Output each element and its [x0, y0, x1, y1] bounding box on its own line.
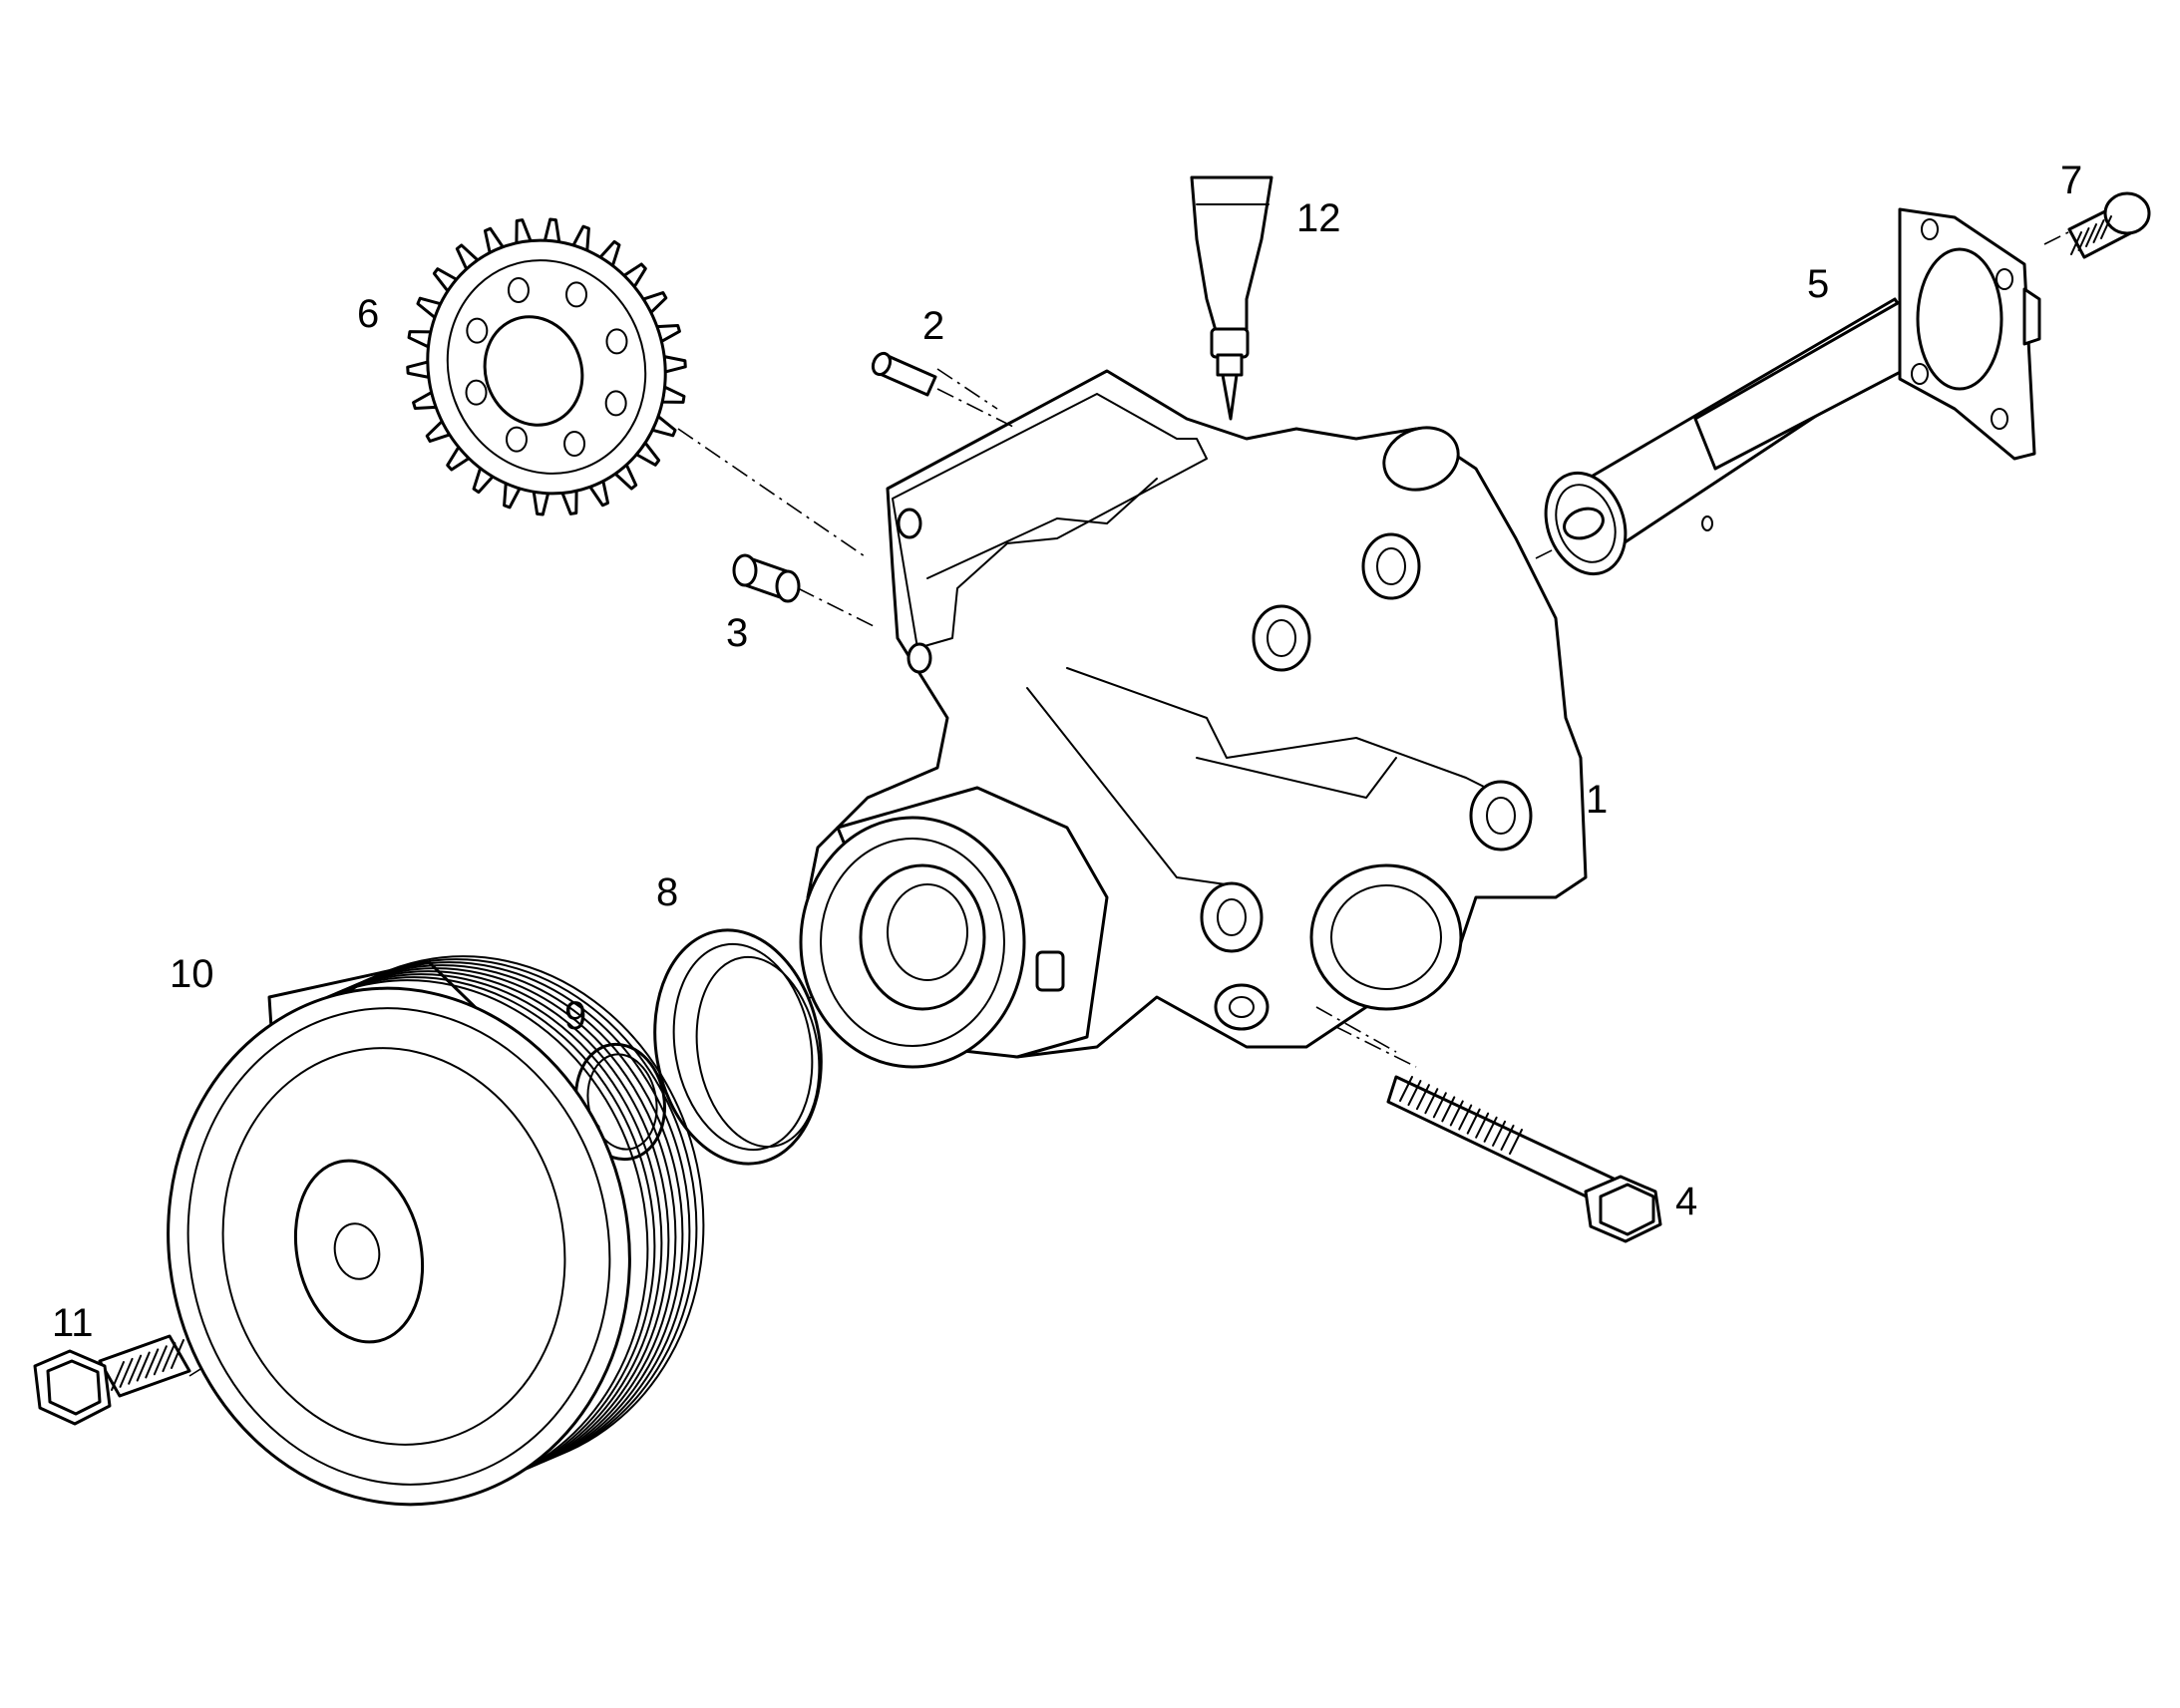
callout-5: 5: [1807, 262, 1829, 306]
thread-line: [1424, 1088, 1439, 1115]
hex-bolt-icon: [1386, 1075, 1662, 1243]
thread-line: [1509, 1129, 1523, 1155]
pump-housing-icon: [799, 369, 1588, 1069]
thread-line: [1407, 1080, 1422, 1107]
thread-line: [128, 1354, 143, 1385]
flange-screw-icon: [2067, 191, 2151, 259]
callout-11: 11: [52, 1301, 94, 1345]
gear-bolt-hole: [466, 317, 489, 344]
callout-3: 3: [726, 611, 748, 655]
thread-line: [1492, 1120, 1507, 1147]
thread-line: [136, 1351, 151, 1382]
thread-line: [2092, 219, 2105, 243]
gear-bolt-hole: [507, 276, 530, 303]
thread-line: [153, 1345, 168, 1376]
callout-9: 9: [564, 994, 586, 1038]
gear-bolt-hole: [604, 390, 627, 417]
sealant-tube-icon: [1190, 175, 1273, 421]
thread-line: [111, 1361, 125, 1391]
gear-tooth: [543, 217, 561, 244]
thread-line: [1475, 1112, 1490, 1139]
thread-line: [145, 1348, 160, 1379]
callout-4: 4: [1675, 1180, 1697, 1223]
dowel-pin-icon: [871, 351, 937, 397]
thread-line: [2100, 215, 2112, 239]
callout-6: 6: [357, 292, 379, 336]
thread-line: [1415, 1084, 1430, 1111]
gear-bolt-hole: [505, 426, 528, 453]
hex-bolt-icon: [33, 1334, 191, 1426]
callout-1: 1: [1586, 778, 1608, 822]
callout-7: 7: [2060, 159, 2082, 202]
thread-line: [1399, 1076, 1413, 1102]
callout-numbers: 1 2 3 4 5 6 7 8 9 10 11 12: [52, 159, 2082, 1345]
callout-8: 8: [656, 870, 678, 914]
gear-bolt-hole: [605, 328, 628, 355]
leader-lines: [936, 388, 1397, 1053]
thread-line: [1500, 1124, 1515, 1151]
spur-gear-icon: [406, 217, 687, 516]
thread-line: [1449, 1100, 1464, 1127]
gear-bolt-hole: [563, 431, 586, 458]
belt-pulley-icon: [167, 955, 705, 1507]
thread-line: [1458, 1104, 1473, 1131]
thread-line: [119, 1357, 134, 1388]
thread-line: [2077, 227, 2090, 251]
thread-line: [2085, 223, 2097, 247]
thread-line: [2070, 231, 2082, 255]
thread-line: [1441, 1096, 1456, 1123]
callout-10: 10: [170, 952, 214, 996]
gear-tooth: [662, 355, 687, 374]
bushing-icon: [732, 553, 801, 603]
gear-tooth: [532, 490, 550, 516]
callout-12: 12: [1296, 196, 1341, 240]
callout-2: 2: [922, 304, 944, 348]
drive-shaft-icon: [1544, 207, 2041, 576]
gear-tooth: [406, 360, 431, 379]
seal-ring-icon: [653, 928, 823, 1166]
thread-line: [1432, 1092, 1447, 1119]
thread-line: [1483, 1116, 1498, 1143]
gear-bolt-hole: [465, 379, 488, 406]
thread-line: [162, 1342, 177, 1373]
thread-line: [171, 1339, 184, 1369]
gear-bolt-hole: [565, 281, 588, 308]
thread-line: [1466, 1108, 1481, 1135]
